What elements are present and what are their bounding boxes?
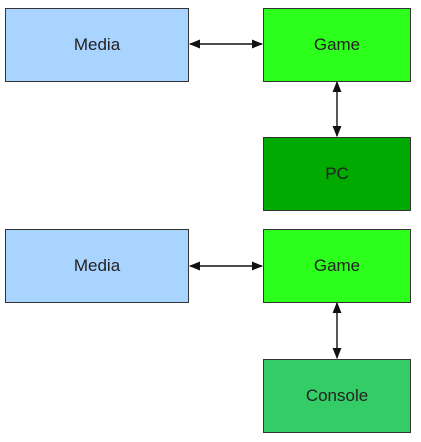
console-node-label: Console <box>305 386 369 405</box>
media-node-2: Media <box>5 229 189 303</box>
pc-node: PC <box>263 137 411 211</box>
media-node-1: Media <box>5 8 189 82</box>
game-node-2: Game <box>263 229 411 303</box>
game-node-label: Game <box>313 35 361 54</box>
pc-node-label: PC <box>325 164 349 183</box>
game-node-label: Game <box>313 256 361 275</box>
console-node: Console <box>263 359 411 433</box>
media-node-label: Media <box>73 256 121 275</box>
game-node-1: Game <box>263 8 411 82</box>
media-node-label: Media <box>73 35 121 54</box>
